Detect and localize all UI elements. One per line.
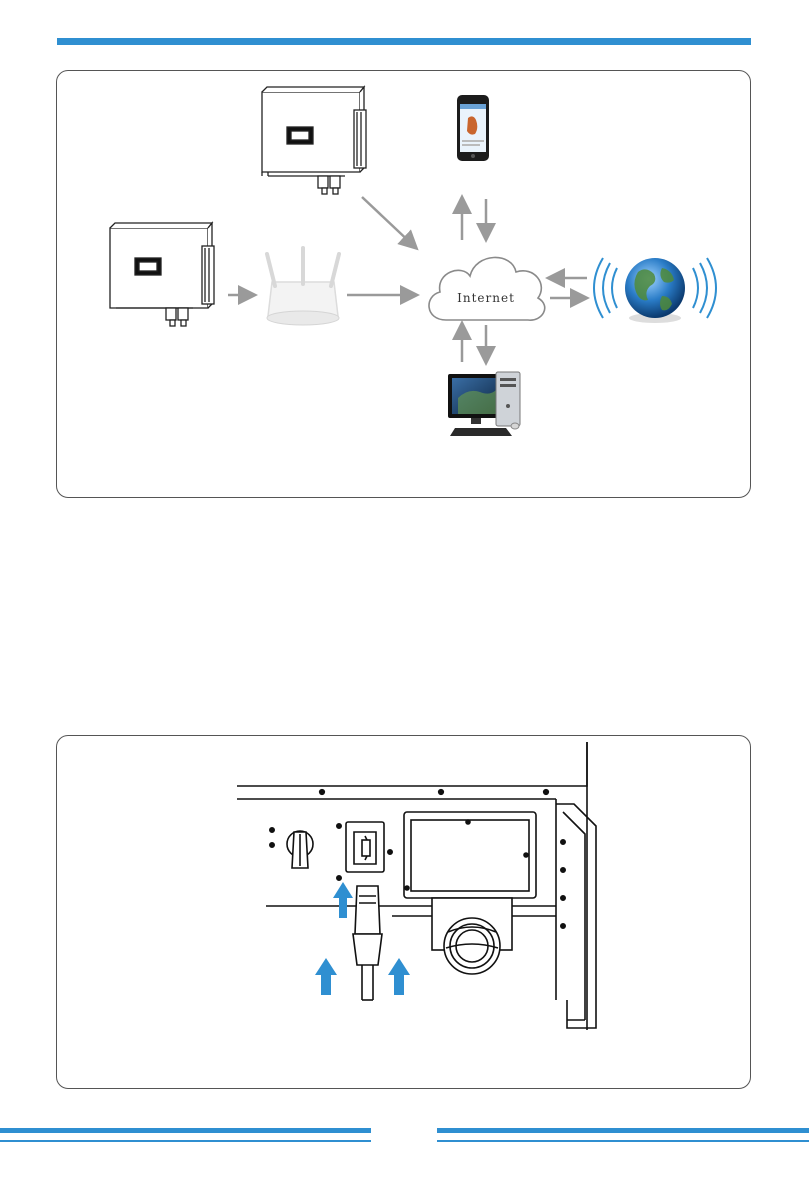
footer-bar-left-thin <box>0 1140 371 1142</box>
phone-icon <box>457 95 489 161</box>
router-icon <box>267 248 339 325</box>
inverter-top-icon <box>262 87 366 194</box>
globe-icon <box>594 258 716 323</box>
port-diagram-panel <box>56 735 751 1089</box>
inverter-left-icon <box>110 223 214 326</box>
footer-bar-right <box>437 1128 809 1133</box>
computer-icon <box>448 372 520 436</box>
footer-bar-right-thin <box>437 1140 809 1142</box>
footer-bar-left <box>0 1128 371 1133</box>
cloud-label: Internet <box>457 291 515 305</box>
cloud-icon <box>429 257 545 320</box>
